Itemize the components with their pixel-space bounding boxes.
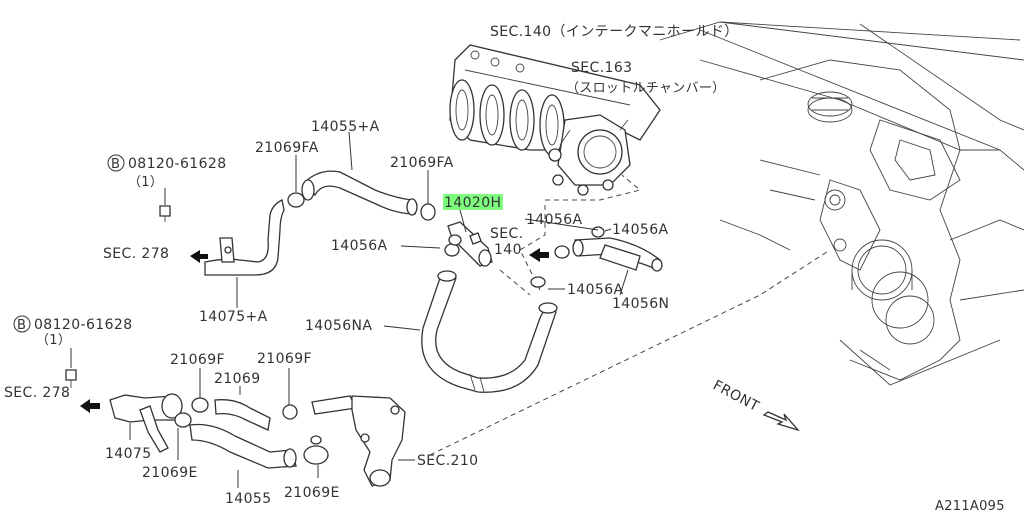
label-14075[interactable]: 14075 <box>105 446 152 462</box>
b-symbol-top: B <box>111 157 120 172</box>
label-14056a-right[interactable]: 14056A <box>612 222 669 238</box>
part-labels: SEC.140（インテークマニホールド） SEC.163 （スロットルチャンバー… <box>4 24 1005 512</box>
label-bolt-top[interactable]: 08120-61628 <box>128 156 227 172</box>
label-14055[interactable]: 14055 <box>225 491 272 507</box>
leader-lines <box>70 131 629 488</box>
label-14056na[interactable]: 14056NA <box>305 318 372 334</box>
lower-pipe-assembly <box>65 369 406 487</box>
label-14056n[interactable]: 14056N <box>612 296 669 312</box>
throttle-chamber-drawing <box>548 114 631 196</box>
label-sec163-sub: （スロットルチャンバー） <box>566 81 725 96</box>
label-bolt-bottom-qty: （1） <box>36 333 71 348</box>
hose-14056n-assembly <box>530 226 663 288</box>
label-sec163[interactable]: SEC.163 <box>571 60 632 76</box>
label-14056a-left[interactable]: 14056A <box>331 238 388 254</box>
bolt-symbol-top: B <box>107 154 125 172</box>
label-sec140-b-num: 140 <box>494 242 522 258</box>
direction-arrows <box>80 248 800 432</box>
label-bolt-bottom[interactable]: 08120-61628 <box>34 317 133 333</box>
part-14020h-highlight <box>443 194 503 210</box>
sec140-arrow <box>529 248 549 262</box>
label-14075a[interactable]: 14075+A <box>199 309 268 325</box>
label-sec140[interactable]: SEC.140（インテークマニホールド） <box>490 24 739 40</box>
diagram-code: A211A095 <box>935 499 1005 512</box>
label-21069fa-left[interactable]: 21069FA <box>255 140 319 156</box>
label-14056a-top[interactable]: 14056A <box>526 212 583 228</box>
label-bolt-top-qty: （1） <box>128 175 163 190</box>
label-14056a-bottom[interactable]: 14056A <box>567 282 624 298</box>
label-sec278-bottom[interactable]: SEC. 278 <box>4 385 70 401</box>
bolt-symbol-bottom: B <box>13 315 31 333</box>
engine-block-drawing <box>659 21 1024 386</box>
label-14055a[interactable]: 14055+A <box>311 119 380 135</box>
label-21069[interactable]: 21069 <box>214 371 261 387</box>
b-symbol-bottom: B <box>17 318 26 333</box>
label-14020h[interactable]: 14020H <box>444 195 501 211</box>
reference-dashed-lines <box>429 174 831 456</box>
label-sec278-top[interactable]: SEC. 278 <box>103 246 169 262</box>
label-21069e-left[interactable]: 21069E <box>142 465 198 481</box>
label-front: FRONT <box>710 377 762 415</box>
label-21069f-right[interactable]: 21069F <box>257 351 312 367</box>
label-21069fa-right[interactable]: 21069FA <box>390 155 454 171</box>
front-arrow <box>762 411 800 432</box>
sec278-bottom-arrow <box>80 399 100 413</box>
sec278-top-arrow <box>190 250 208 263</box>
label-21069f-left[interactable]: 21069F <box>170 352 225 368</box>
label-21069e-right[interactable]: 21069E <box>284 485 340 501</box>
label-sec210[interactable]: SEC.210 <box>417 453 478 469</box>
label-sec140-b[interactable]: SEC. <box>490 226 524 242</box>
